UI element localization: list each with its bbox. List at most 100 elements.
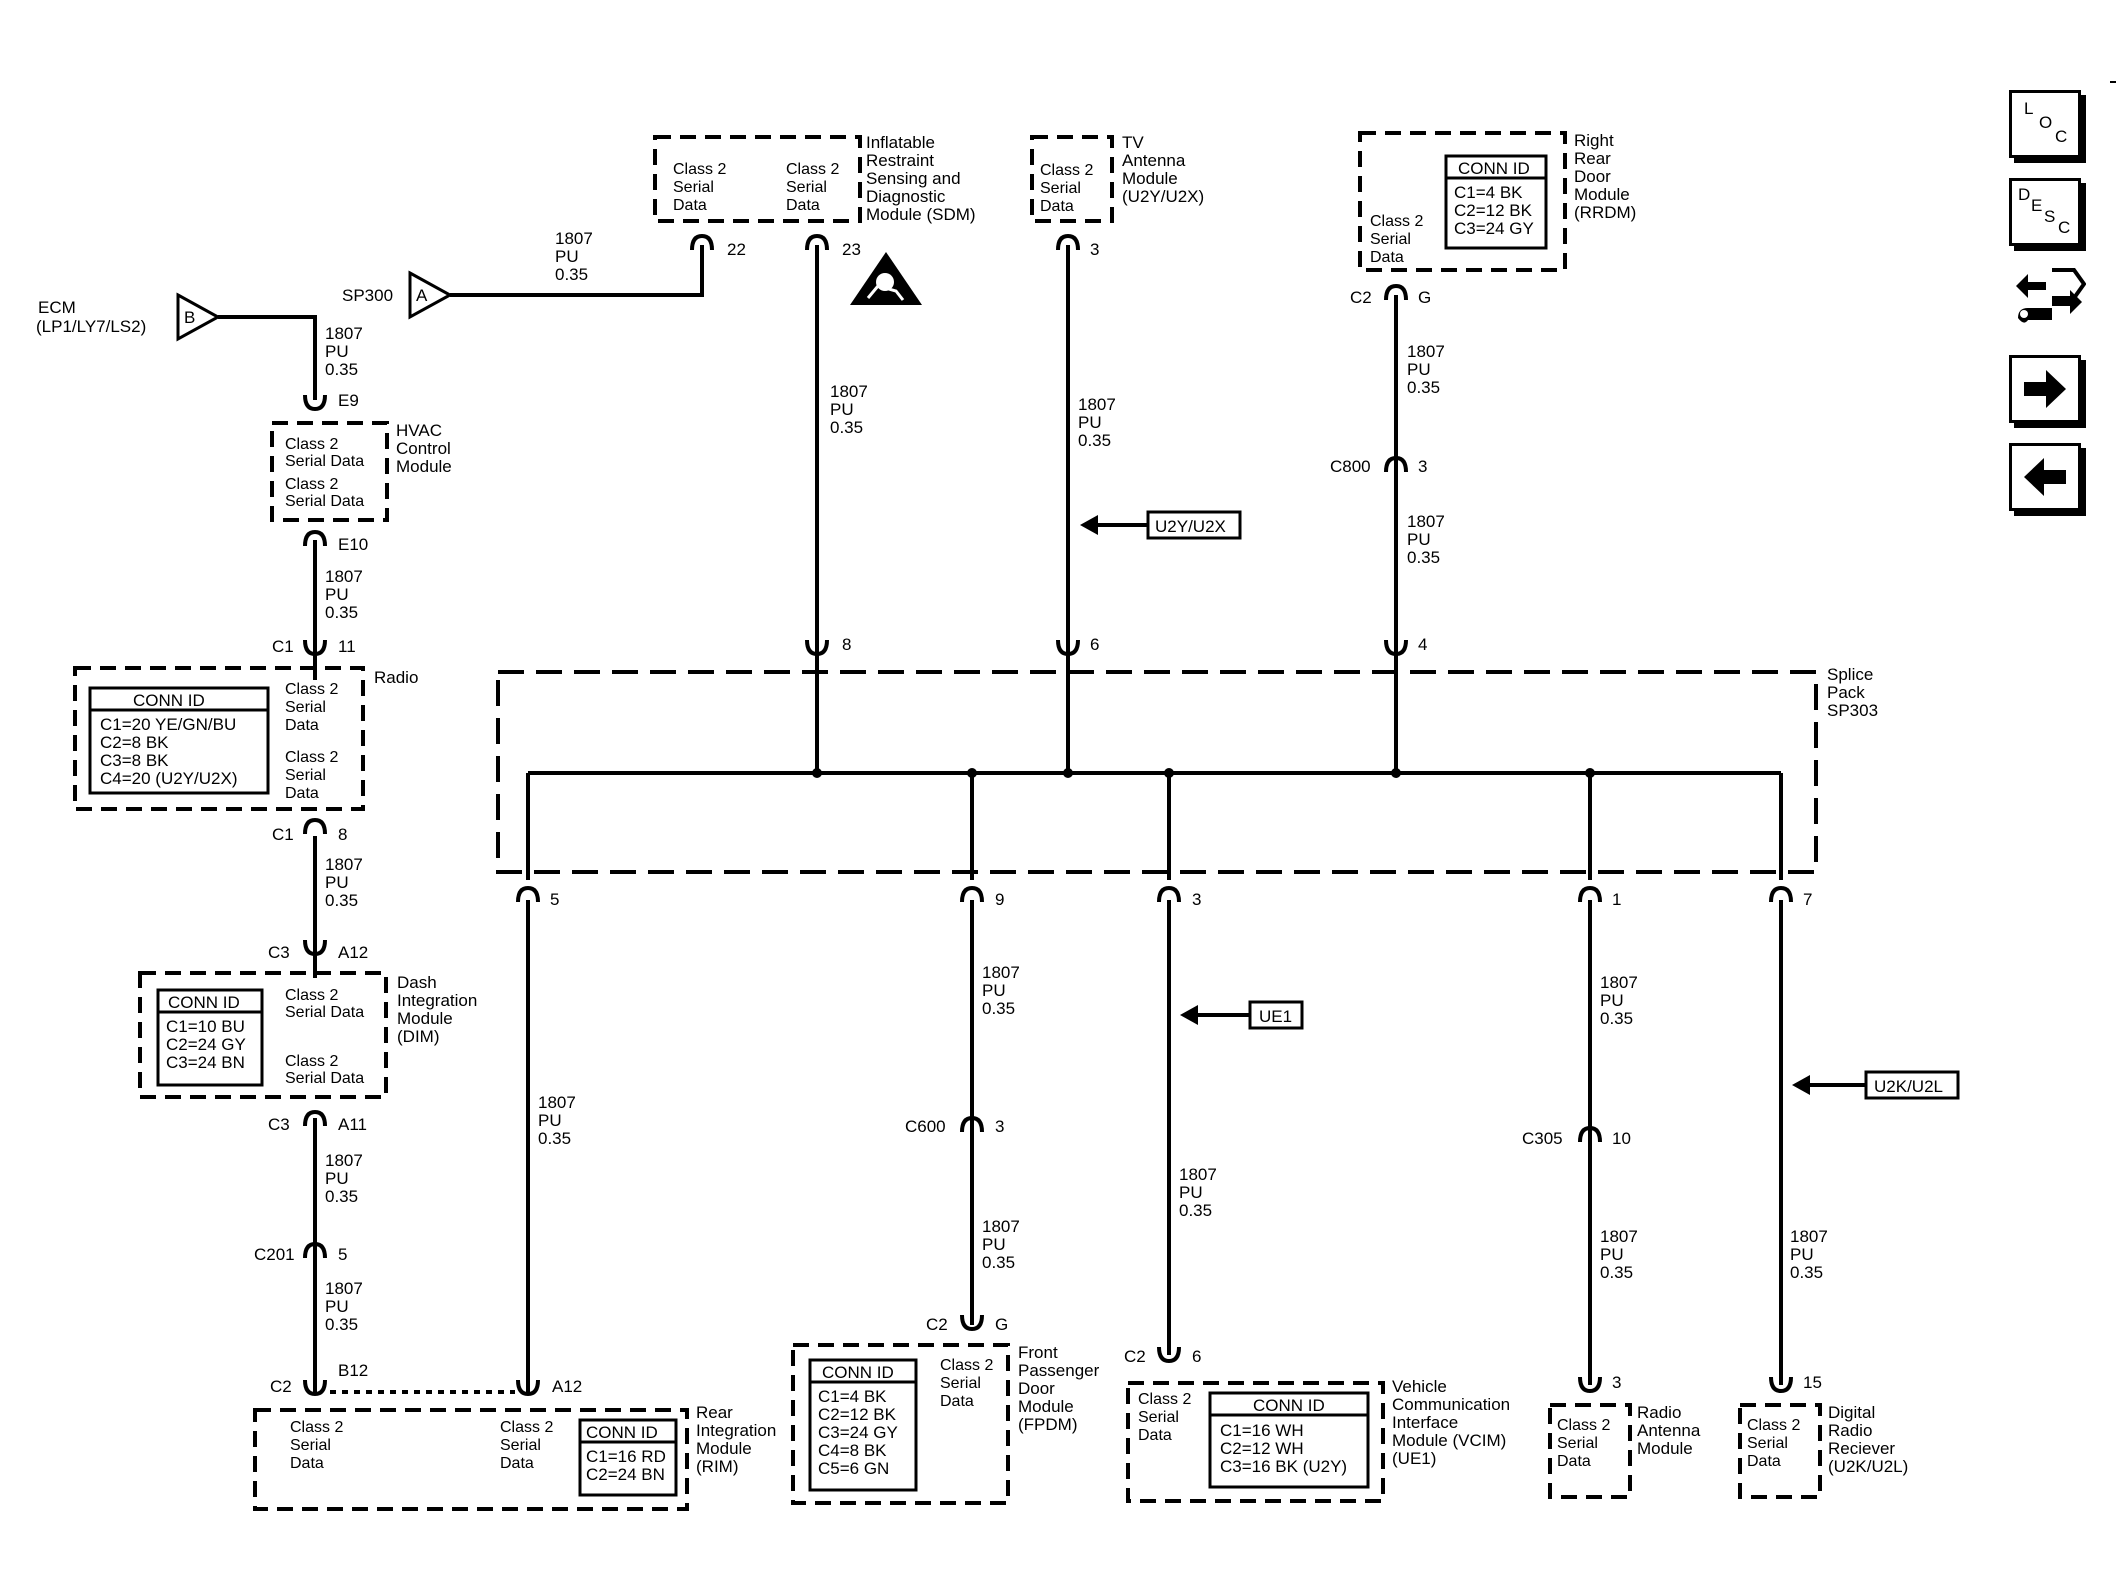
c800-pin: 3 (1418, 457, 1427, 476)
ram-pin: 3 (1612, 1373, 1621, 1392)
arrow-left-icon (2024, 458, 2066, 496)
ecm-engine-codes: (LP1/LY7/LS2) (36, 317, 146, 336)
option-u2k-u2l: U2K/U2L (1792, 1070, 1960, 1100)
rrdm-conn-label: C2 (1350, 288, 1372, 307)
next-button[interactable] (2009, 355, 2081, 423)
option-u2y-u2x: U2Y/U2X (1080, 510, 1242, 540)
c600-connector: C600 3 (905, 1116, 1004, 1136)
vcim-conn-title: CONN ID (1253, 1396, 1325, 1415)
sp300-reference: A SP300 (342, 270, 454, 320)
option-u2y-label: U2Y/U2X (1155, 517, 1226, 536)
rim-pin-a12: A12 (552, 1377, 582, 1396)
desc-letter: C (2058, 218, 2071, 237)
dim-bottom-conn: C3 (268, 1115, 290, 1134)
vcim-pin: 6 (1192, 1347, 1201, 1366)
dim-top-conn: C3 (268, 943, 290, 962)
radio-conn-title: CONN ID (133, 691, 205, 710)
rim-pin-b12: B12 (338, 1361, 368, 1380)
rrdm-pin: G (1418, 288, 1431, 307)
ecm-tri-letter: B (184, 308, 195, 327)
back-button[interactable] (2009, 443, 2081, 511)
splice-pin-9: 9 (995, 890, 1004, 909)
vcim-conn-label: C2 (1124, 1347, 1146, 1366)
c201-connector: C201 5 (254, 1242, 347, 1264)
tv-pin: 3 (1090, 240, 1099, 259)
airbag-warning-icon (850, 252, 922, 305)
rim-conn-title: CONN ID (586, 1423, 658, 1442)
arrow-right-icon (2024, 370, 2066, 408)
rim-left-conn: C2 (270, 1377, 292, 1396)
ecm-label: ECM (38, 298, 76, 317)
radio-bottom-pin: 8 (338, 825, 347, 844)
loc-letter: L (2024, 99, 2034, 118)
connector-tool-icon[interactable] (2012, 262, 2087, 332)
splice-pin-1: 1 (1612, 890, 1621, 909)
splice-pin-7: 7 (1803, 890, 1812, 909)
splice-pin-3: 3 (1192, 890, 1201, 909)
sp300-label: SP300 (342, 286, 393, 305)
desc-letter: E (2031, 196, 2043, 215)
wire-ecm-hvac (218, 315, 317, 400)
sp300-tri-letter: A (416, 286, 428, 305)
fpdm-conn-title: CONN ID (822, 1363, 894, 1382)
desc-letter: D (2018, 185, 2031, 204)
dim-conn-title: CONN ID (168, 993, 240, 1012)
sdm-pin-22: 22 (727, 240, 746, 259)
desc-button[interactable]: D E S C (2009, 178, 2081, 246)
c201-label: C201 (254, 1245, 295, 1264)
splice-pin-5: 5 (550, 890, 559, 909)
loc-letter: O (2039, 113, 2053, 132)
loc-button[interactable]: L O C (2009, 90, 2081, 158)
c305-connector: C305 10 (1522, 1126, 1631, 1148)
dim-top-pin: A12 (338, 943, 368, 962)
option-u2k-label: U2K/U2L (1874, 1077, 1943, 1096)
wire-sp300-sdm (450, 245, 704, 297)
c800-label: C800 (1330, 457, 1371, 476)
fpdm-pin: G (995, 1315, 1008, 1334)
loc-letter: C (2055, 127, 2068, 146)
drr-pin: 15 (1803, 1373, 1822, 1392)
hvac-pin-e10: E10 (338, 535, 368, 554)
radio-bottom-conn: C1 (272, 825, 294, 844)
c600-pin: 3 (995, 1117, 1004, 1136)
dim-bottom-pin: A11 (338, 1115, 367, 1134)
